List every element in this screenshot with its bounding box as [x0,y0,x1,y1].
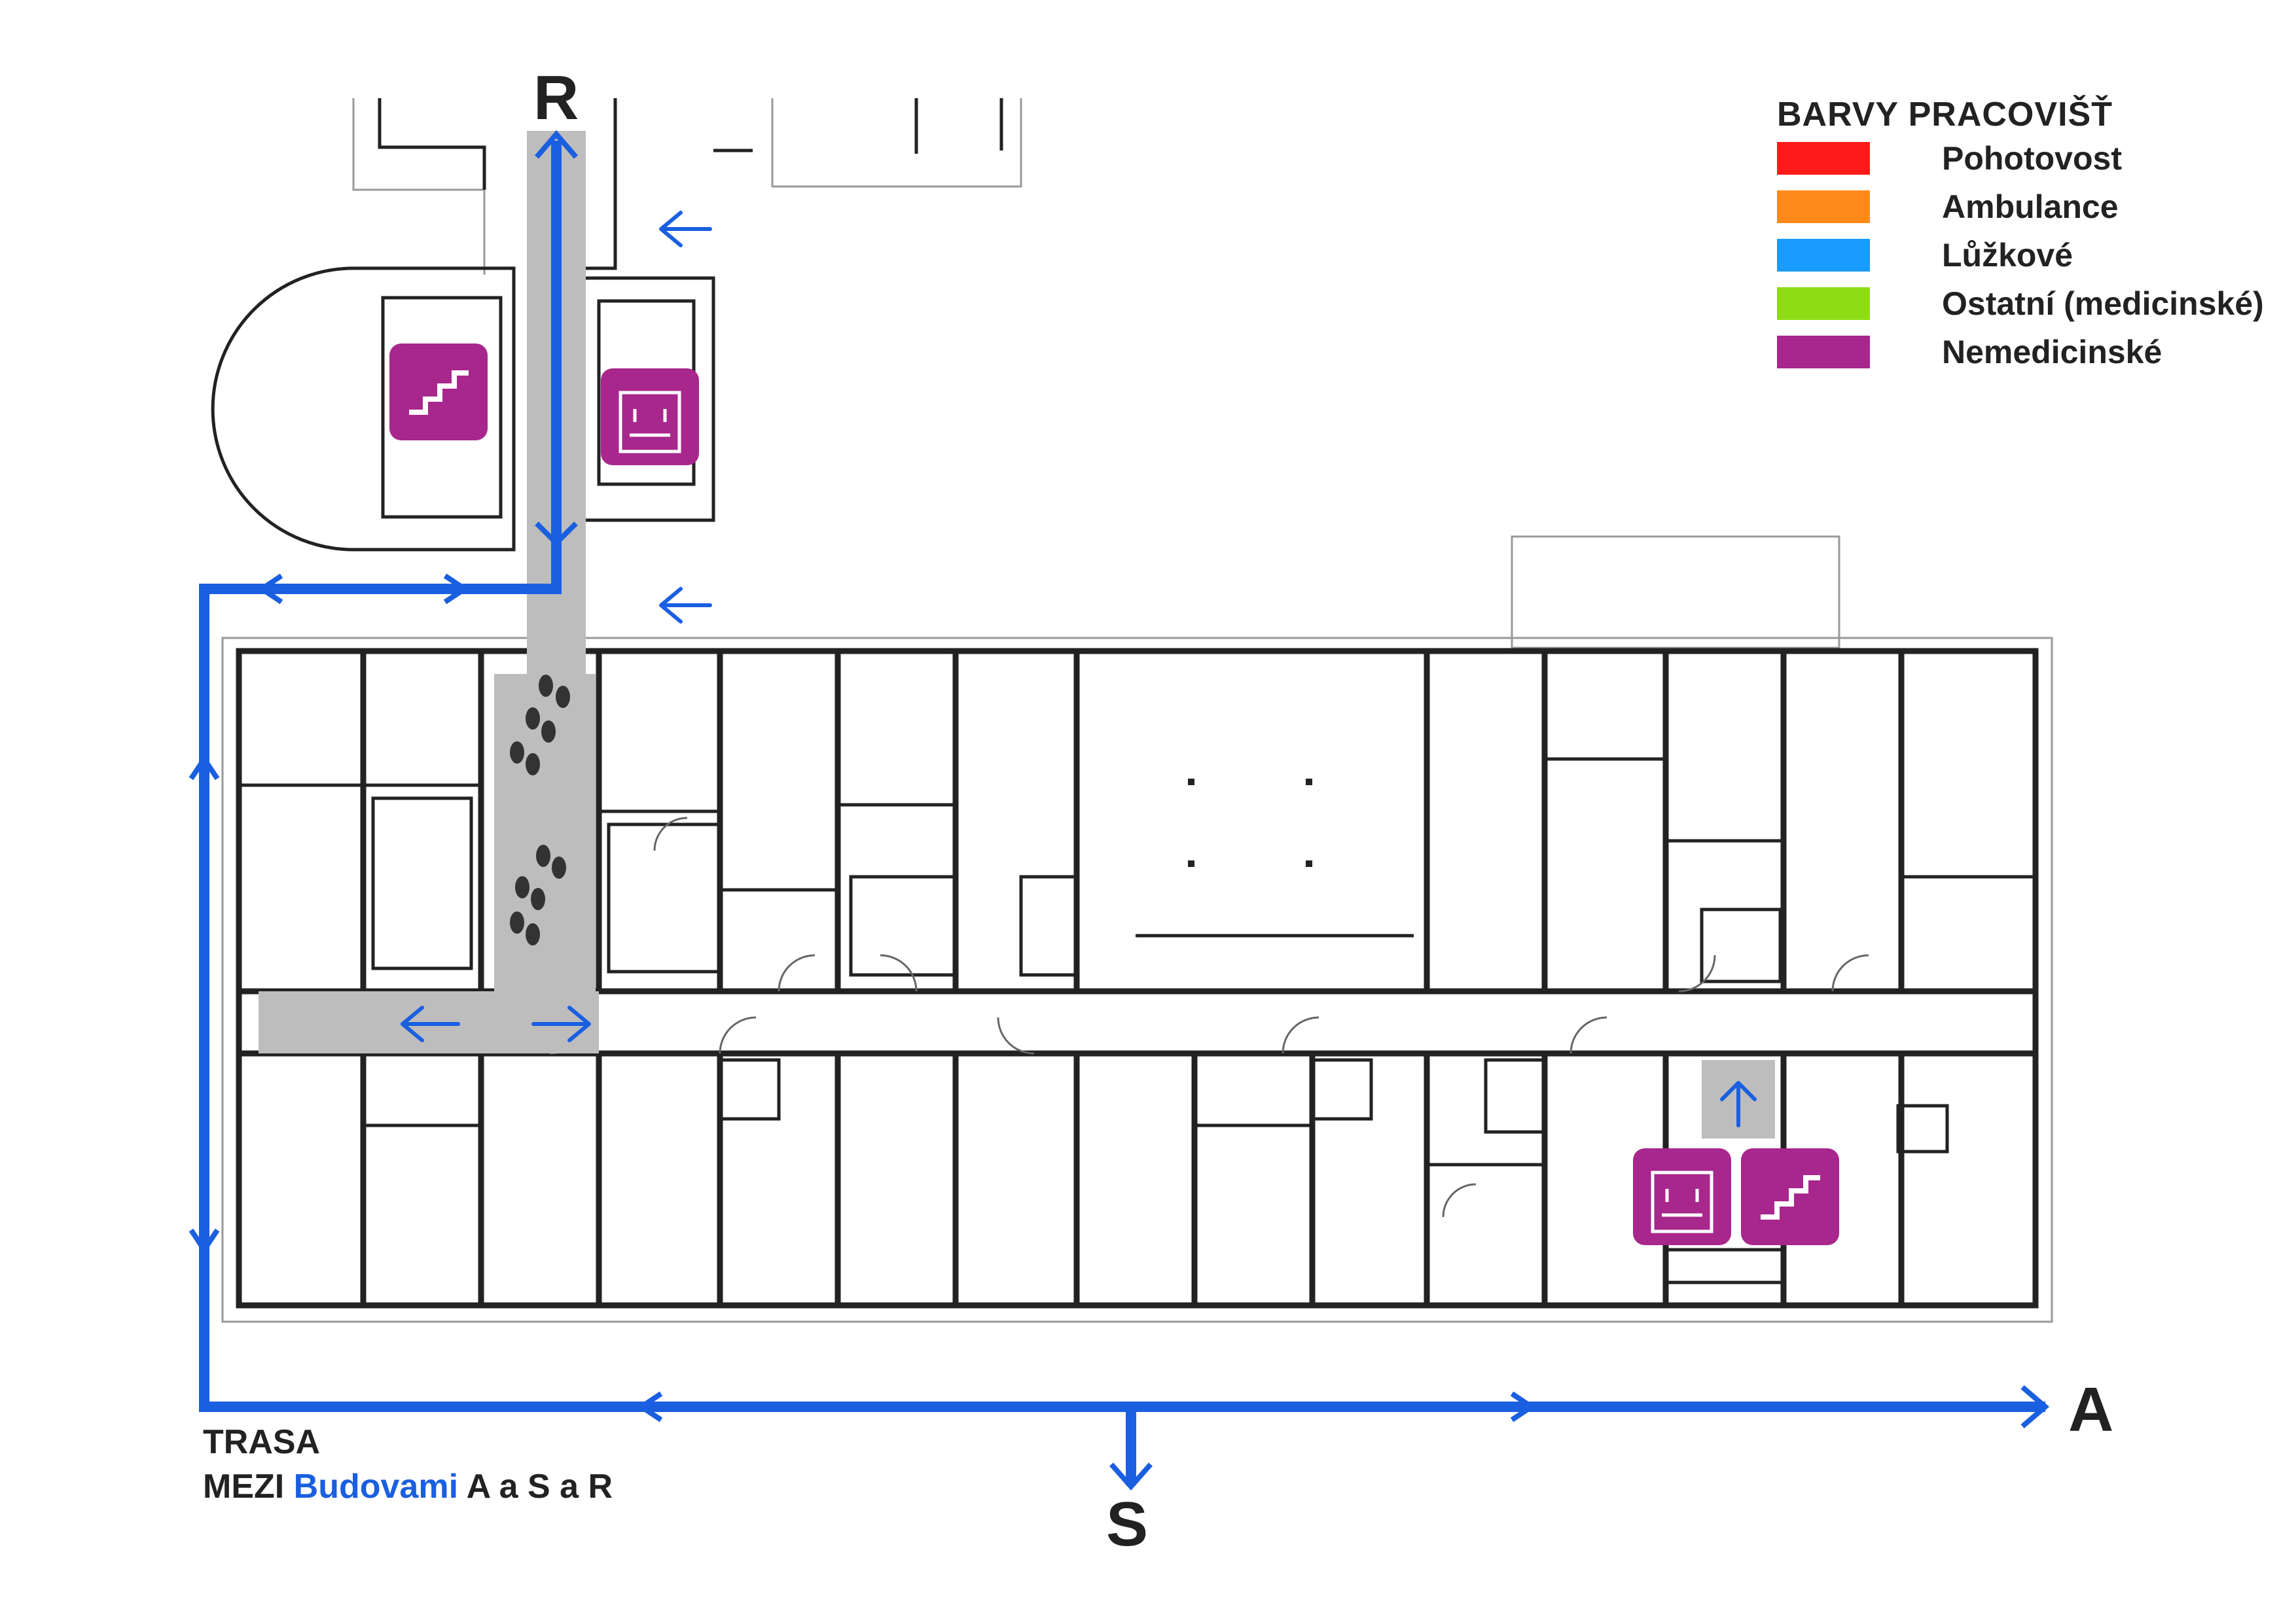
route-label-line2: MEZI Budovami A a S a R [203,1464,613,1509]
legend-label: Ambulance [1942,188,2119,225]
route-lines [199,141,2045,1485]
legend-swatch [1777,190,1870,223]
legend-label: Ostatní (medicinské) [1942,285,2264,322]
elevator-icon [1633,1148,1731,1245]
building-a-label: A [2068,1375,2114,1445]
legend-item: Ambulance [1777,183,2264,231]
building-r-label: R [533,63,579,133]
building-outlines [221,98,2053,1323]
route-label: TRASA MEZI Budovami A a S a R [203,1420,613,1509]
legend-title: BARVY PRACOVIŠŤ [1777,96,2113,133]
legend: BARVY PRACOVIŠŤ Pohotovost Ambulance Lůž… [1777,95,2264,376]
legend-swatch [1777,336,1870,368]
legend-label: Pohotovost [1942,140,2122,177]
route-label-suffix: A a S a R [466,1468,613,1506]
route-arrowheads [188,130,2050,1491]
route-label-line1: TRASA [203,1423,321,1461]
legend-swatch [1777,142,1870,175]
legend-item: Ostatní (medicinské) [1777,279,2264,328]
legend-item: Nemedicinské [1777,328,2264,376]
route-label-highlight: Budovami [293,1468,459,1506]
columns [1188,779,1312,867]
footprints-icon [510,675,570,945]
direction-arrow-icon [401,211,1757,1127]
legend-item: Pohotovost [1777,134,2264,183]
legend-item: Lůžkové [1777,231,2264,279]
elevator-icon [601,368,699,465]
legend-swatch [1777,239,1870,272]
stairs-icon [1741,1148,1839,1245]
legend-label: Nemedicinské [1942,334,2162,370]
route-label-prefix: MEZI [203,1468,285,1506]
legend-label: Lůžkové [1942,237,2073,274]
building-s-label: S [1106,1489,1149,1559]
legend-swatch [1777,287,1870,320]
stairs-icon [389,344,488,440]
